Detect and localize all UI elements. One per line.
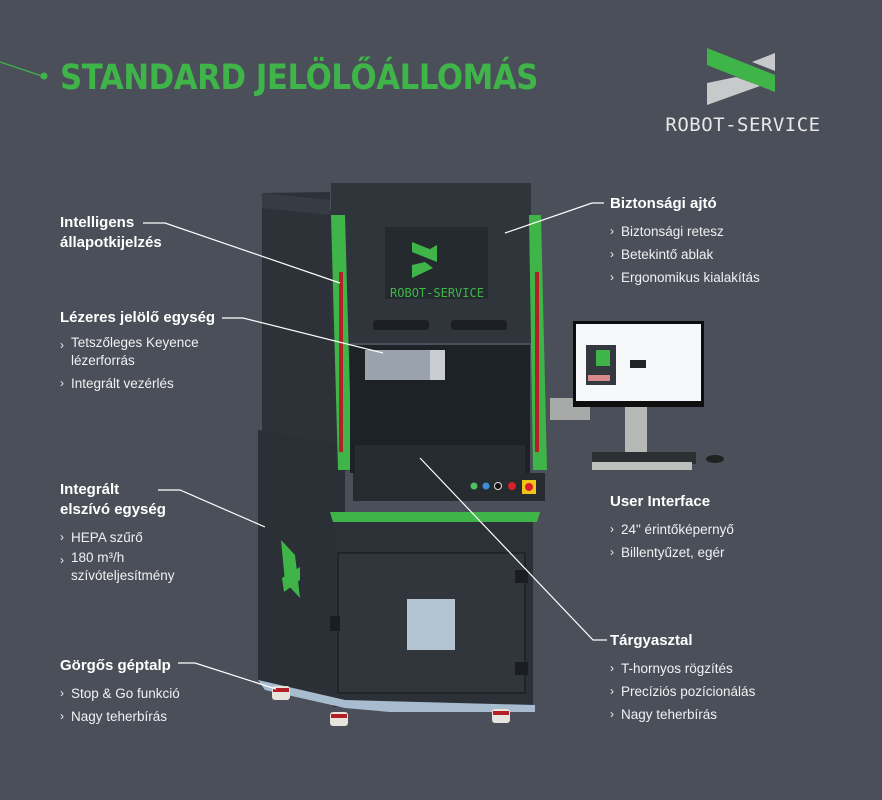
door-latch xyxy=(330,616,340,631)
feature-item: ›HEPA szűrő xyxy=(60,526,175,549)
user-interface-terminal xyxy=(550,321,724,470)
callout-caster-base: Görgős géptalp ›Stop & Go funkció ›Nagy … xyxy=(60,656,180,728)
chevron-right-icon: › xyxy=(610,545,614,559)
callout-title: Biztonsági ajtó xyxy=(610,195,717,212)
caster-wheels xyxy=(272,686,510,726)
feature-item: ›Nagy teherbírás xyxy=(610,703,755,726)
filter-vent xyxy=(407,599,455,650)
laser-head xyxy=(365,350,440,380)
page-title: STANDARD JELÖLŐÁLLOMÁS xyxy=(60,58,539,98)
view-window xyxy=(385,227,488,299)
feature-item: ›180 m³/h szívóteljesítmény xyxy=(60,550,175,583)
chevron-right-icon: › xyxy=(610,247,614,261)
chevron-right-icon: › xyxy=(610,684,614,698)
chevron-right-icon: › xyxy=(610,661,614,675)
callout-title: User Interface xyxy=(610,493,711,510)
callout-title: Integrált elszívó egység xyxy=(60,481,166,518)
door-hinge-top xyxy=(515,570,528,583)
feature-item: ›Biztonsági retesz xyxy=(610,220,760,243)
feature-item: ›Integrált vezérlés xyxy=(60,372,215,395)
door-handle-left xyxy=(373,320,429,330)
keyboard xyxy=(592,452,696,464)
green-button xyxy=(470,482,478,490)
work-table xyxy=(355,445,525,473)
leader-laser-unit xyxy=(222,317,384,354)
blue-button xyxy=(482,482,490,490)
callout-title: Tárgyasztal xyxy=(610,632,693,649)
status-light-right xyxy=(535,272,539,452)
chevron-right-icon: › xyxy=(610,707,614,721)
side-logo-icon xyxy=(281,540,300,598)
callout-title: Lézeres jelölő egység xyxy=(60,309,216,326)
feature-item: ›Nagy teherbírás xyxy=(60,705,180,728)
callout-safety-door: Biztonsági ajtó ›Biztonsági retesz ›Bete… xyxy=(610,194,760,289)
callout-laser-marking-unit: Lézeres jelölő egység ›Tetszőleges Keyen… xyxy=(60,308,215,395)
chevron-right-icon: › xyxy=(610,522,614,536)
black-button xyxy=(494,482,502,490)
robot-service-logo-icon xyxy=(707,48,775,105)
logo-text: ROBOT-SERVICE xyxy=(665,114,821,136)
leader-work-table xyxy=(419,457,607,641)
keyboard-tray xyxy=(592,462,692,470)
feature-item: ›Betekintő ablak xyxy=(610,243,760,266)
chevron-right-icon: › xyxy=(610,224,614,238)
side-panel-upper xyxy=(262,192,350,485)
callout-work-table: Tárgyasztal ›T-hornyos rögzítés ›Precízi… xyxy=(610,631,755,726)
feature-item: ›T-hornyos rögzítés xyxy=(610,657,755,680)
door-hinge-bottom xyxy=(515,662,528,675)
callout-integrated-extraction: Integrált elszívó egység ›HEPA szűrő ›18… xyxy=(60,480,175,587)
side-panel-lower xyxy=(258,430,345,700)
window-logo-icon xyxy=(412,242,437,278)
leader-intelligent-status xyxy=(143,222,341,284)
callout-intelligent-status: Intelligens állapotkijelzés xyxy=(60,213,162,253)
title-leader-line xyxy=(0,61,43,77)
emergency-stop-button xyxy=(508,482,516,490)
feature-item: ›Tetszőleges Keyence lézerforrás xyxy=(60,335,199,368)
base-plate xyxy=(258,680,535,712)
feature-item: ›Stop & Go funkció xyxy=(60,682,180,705)
chevron-right-icon: › xyxy=(60,686,64,700)
feature-item: ›Billentyűzet, egér xyxy=(610,541,734,564)
door-handle-right xyxy=(451,320,507,330)
chevron-right-icon: › xyxy=(60,530,64,544)
mouse xyxy=(706,455,724,463)
callout-title: Görgős géptalp xyxy=(60,657,171,674)
monitor-stand xyxy=(625,405,647,455)
chevron-right-icon: › xyxy=(60,553,64,567)
chevron-right-icon: › xyxy=(60,338,64,352)
window-logo-text: ROBOT-SERVICE xyxy=(390,286,484,300)
feature-item: ›Ergonomikus kialakítás xyxy=(610,266,760,289)
callout-user-interface: User Interface ›24" érintőképernyő ›Bill… xyxy=(610,492,734,564)
robot-service-logo: ROBOT-SERVICE xyxy=(652,48,834,138)
status-light-left xyxy=(339,272,343,452)
title-bullet-dot xyxy=(40,72,48,80)
feature-item: ›24" érintőképernyő xyxy=(610,518,734,541)
leader-extraction xyxy=(158,489,266,528)
base-green-band xyxy=(330,512,540,522)
chevron-right-icon: › xyxy=(60,376,64,390)
chevron-right-icon: › xyxy=(610,270,614,284)
feature-item: ›Precíziós pozícionálás xyxy=(610,680,755,703)
leader-caster xyxy=(178,662,277,690)
chevron-right-icon: › xyxy=(60,709,64,723)
callout-title: Intelligens állapotkijelzés xyxy=(60,214,162,251)
leader-safety-door xyxy=(504,202,604,234)
